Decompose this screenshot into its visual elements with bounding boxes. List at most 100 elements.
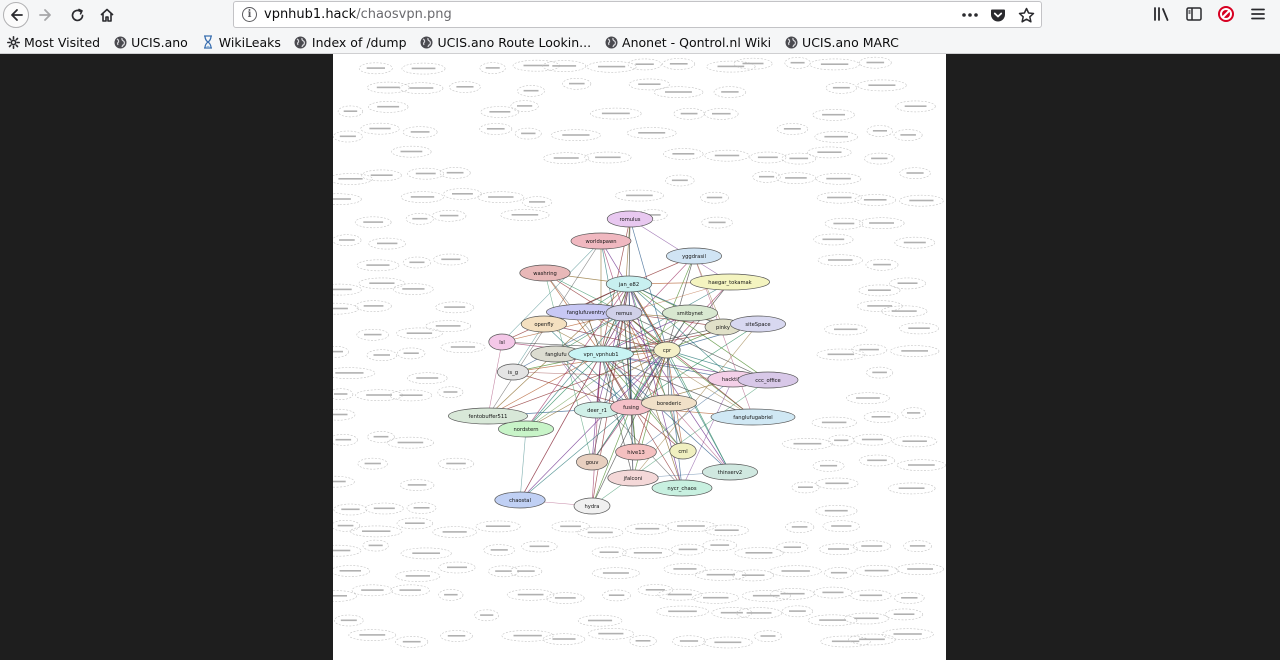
background-node-label [333,413,348,416]
forward-arrow-icon [39,9,51,21]
graph-edge [555,353,683,489]
graph-node-label: cpr [663,348,672,354]
background-node-label [714,154,740,157]
forward-button[interactable] [33,2,59,28]
background-node-label [757,156,778,159]
background-node [333,388,354,400]
address-bar[interactable]: i vpnhub1.hack/chaosvpn.png [233,1,1042,28]
graph-node-shape [570,232,632,250]
background-node-label [406,332,433,334]
graph-edge [600,240,625,314]
background-node-label [447,566,467,569]
home-button[interactable] [94,2,120,28]
background-node-label [341,508,360,511]
background-node [863,411,899,423]
graph-node-label: hive13 [627,450,645,456]
graph-node: is_g [497,363,529,381]
background-node [899,194,944,207]
background-node-label [742,62,764,65]
bookmark-item-6[interactable]: UCIS.ano MARC [784,35,899,50]
background-node-label [601,112,630,115]
background-node-label [867,305,893,307]
graph-edge [623,312,731,473]
background-node [858,56,892,69]
graph-edge [525,312,691,430]
background-node [602,589,631,602]
back-button[interactable] [3,2,29,28]
background-node-label [413,507,430,509]
home-icon [100,8,114,22]
background-node-label [416,377,439,379]
pocket-icon [991,9,1005,21]
background-node [704,524,749,537]
graph-edge [666,349,683,489]
background-node-label [904,105,927,107]
background-node [433,253,469,266]
reload-button[interactable] [64,2,90,28]
background-node [895,100,936,113]
bookmark-item-3[interactable]: Index of /dump [294,35,407,50]
graph-edge [623,218,631,314]
bookmark-item-0[interactable]: Most Visited [6,35,100,50]
bookmark-item-1[interactable]: UCIS.ano [113,35,188,50]
background-node-label [638,83,661,85]
background-node [844,612,889,625]
background-node [896,459,946,472]
background-node [435,301,475,314]
background-node [392,283,434,295]
background-node [477,191,525,203]
graph-edge [600,240,668,351]
background-node [852,433,892,446]
background-node-label [708,221,726,224]
background-node [360,122,400,135]
graph-node-label: remus [616,311,633,317]
background-node-label [407,484,427,486]
url-text[interactable]: vpnhub1.hack/chaosvpn.png [264,7,452,22]
background-node-label [759,175,775,178]
graph-edge [666,255,695,351]
graph-node-label: jfalconi [623,476,643,482]
extension-button[interactable] [1216,4,1236,24]
menu-button[interactable] [1248,4,1268,24]
hamburger-menu-icon [1251,8,1265,20]
graph-node-shape [494,491,546,509]
graph-node-label: hydra [585,504,600,510]
graph-node: siteSpace [730,315,786,333]
background-node-label [400,150,423,153]
background-node-label [409,87,434,89]
background-node [389,389,433,402]
graph-node: worldspawn [570,232,632,250]
background-node [732,569,775,582]
background-node [356,328,389,341]
edges [487,218,769,507]
background-node [815,505,858,517]
background-node-label [822,238,845,241]
bookmark-star-button[interactable] [1017,6,1035,24]
bookmark-item-5[interactable]: Anonet - Qontrol.nl Wiki [604,35,771,50]
graph-node-shape [690,273,770,291]
background-node-label [872,130,887,132]
background-node [889,277,927,290]
graph-edge [487,353,602,417]
background-node-label [373,435,389,438]
graph-edge [600,281,731,355]
background-node [397,347,426,360]
bookmark-item-2[interactable]: WikiLeaks [201,35,281,50]
library-button[interactable] [1152,4,1172,24]
background-node-label [602,572,629,574]
background-node [854,194,897,206]
graph-node-shape [651,479,713,497]
bookmark-item-4[interactable]: UCIS.ano Route Lookin... [420,35,591,50]
graph-node-shape [497,363,529,381]
pocket-button[interactable] [989,6,1007,24]
graph-edge [668,402,731,473]
background-node [333,544,362,557]
background-node [850,589,892,602]
sidebar-button[interactable] [1184,4,1204,24]
background-node [702,539,738,552]
background-node [577,614,623,627]
background-node [901,407,927,419]
site-info-icon[interactable]: i [242,7,257,22]
page-actions-button[interactable] [961,6,979,24]
background-node-label [410,196,435,198]
